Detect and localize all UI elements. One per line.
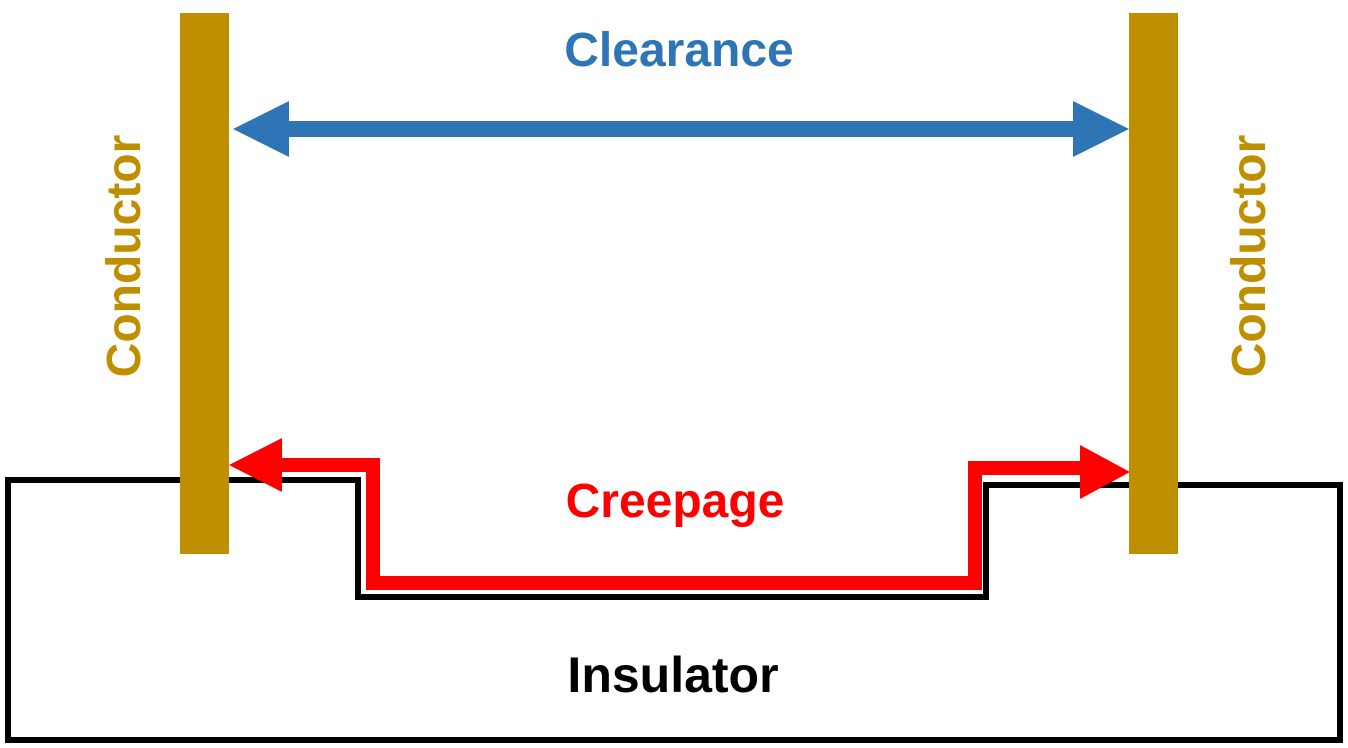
conductor-right [1129, 13, 1178, 554]
clearance-label: Clearance [564, 24, 793, 77]
insulator-outline [5, 477, 1343, 743]
clearance-arrowhead-left [233, 101, 289, 157]
creepage-label: Creepage [566, 475, 785, 528]
conductor-left-label: Conductor [98, 135, 151, 378]
creepage-arrowhead-right [1080, 445, 1130, 499]
conductor-right-label: Conductor [1223, 135, 1276, 378]
insulator-label: Insulator [567, 647, 778, 703]
creepage-path [280, 458, 1085, 590]
creepage-arrowhead-left [229, 438, 282, 492]
clearance-arrowhead-right [1073, 101, 1129, 157]
conductor-left [180, 13, 229, 554]
